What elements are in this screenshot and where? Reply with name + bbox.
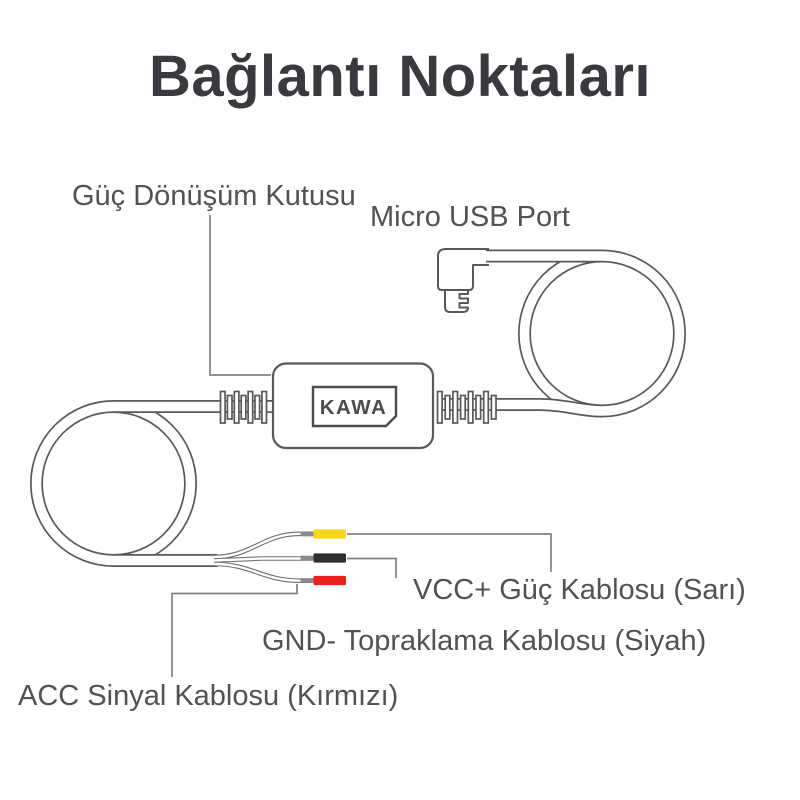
label-gnd-ground-wire: GND- Topraklama Kablosu (Siyah)	[262, 625, 707, 657]
label-micro-usb-port: Micro USB Port	[370, 201, 570, 233]
right-cable-coil	[438, 249, 686, 418]
kawa-logo-plate	[311, 385, 398, 428]
label-acc-signal-wire: ACC Sinyal Kablosu (Kırmızı)	[18, 680, 399, 712]
power-conversion-box: KAWA	[271, 362, 435, 450]
wire-ferrule	[300, 555, 314, 561]
wire-red	[213, 561, 346, 586]
leader-acc	[171, 584, 298, 677]
leader-vcc	[347, 533, 552, 572]
wire-ferrule	[300, 578, 314, 583]
strain-relief-left	[219, 390, 268, 424]
strain-relief-right	[436, 390, 497, 424]
wire-tip-red	[313, 575, 346, 586]
page-title: Bağlantı Noktaları	[148, 44, 652, 109]
micro-usb-plug	[444, 289, 469, 313]
micro-usb-connector	[437, 248, 489, 313]
leader-power-box	[209, 215, 271, 376]
left-cable-coil	[30, 400, 273, 567]
wire-tip-yellow	[313, 529, 346, 539]
wire-tip-black	[313, 553, 346, 563]
label-power-conversion-box: Güç Dönüşüm Kutusu	[72, 180, 356, 212]
leader-gnd	[347, 557, 397, 578]
connector-body	[437, 248, 489, 291]
breakout-wires	[213, 529, 346, 586]
wire-black	[213, 553, 346, 563]
wire-ferrule	[300, 531, 314, 537]
label-vcc-power-wire: VCC+ Güç Kablosu (Sarı)	[413, 574, 746, 606]
kawa-brand-text: KAWA	[320, 396, 388, 419]
leader-lines	[171, 215, 552, 677]
wire-yellow	[213, 529, 346, 560]
